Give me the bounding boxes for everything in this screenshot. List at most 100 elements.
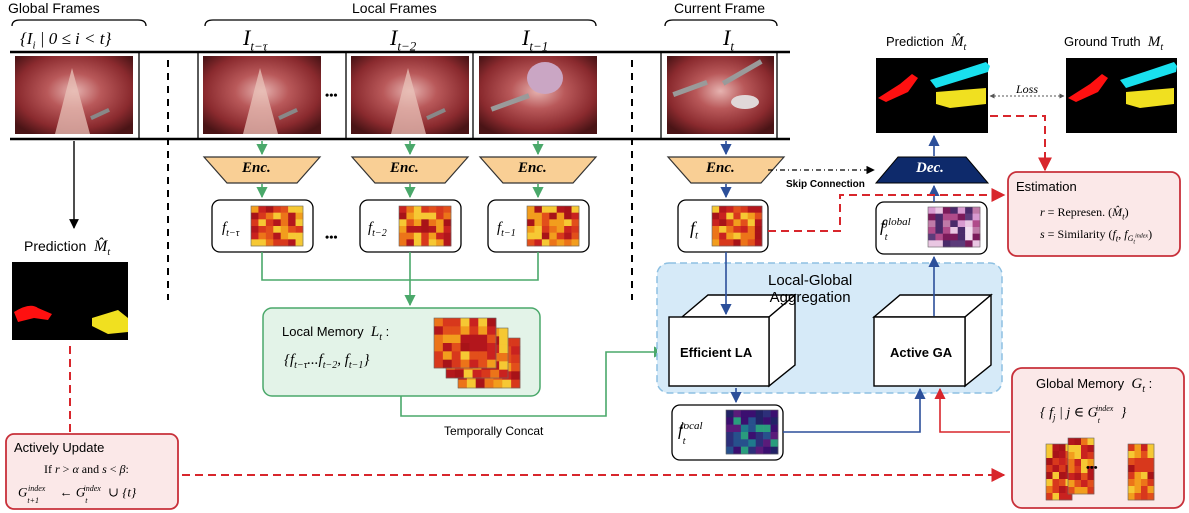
heatmap-cell xyxy=(1059,444,1066,452)
heatmap-cell xyxy=(972,213,981,221)
heatmap-cell xyxy=(1087,487,1095,495)
heatmap-cell xyxy=(1128,444,1135,452)
local-frame-image-3 xyxy=(479,56,597,134)
heatmap-cell xyxy=(549,232,558,240)
heatmap-cell xyxy=(950,207,959,214)
heatmap-cell xyxy=(726,417,734,425)
heatmap-cell xyxy=(460,318,470,327)
heatmap-cell xyxy=(428,219,437,227)
heatmap-cell xyxy=(950,233,959,241)
heatmap-cell xyxy=(748,410,757,418)
heatmap-cell xyxy=(763,446,771,455)
heatmap-cell xyxy=(1052,479,1060,487)
heatmap-cell xyxy=(434,318,444,327)
heatmap-cell xyxy=(1046,451,1053,459)
heatmap-cell xyxy=(499,336,509,345)
heatmap-cell xyxy=(527,226,535,233)
heatmap-cell xyxy=(571,239,580,247)
heatmap-cell xyxy=(1074,480,1082,488)
red-dashed-arrows xyxy=(69,115,1052,482)
estimation-line2: s = Similarity (ft, fGtindex) xyxy=(1040,227,1153,246)
actively-update-line2: Gt+1index ← Gtindex ∪ {t} xyxy=(18,484,137,505)
heatmap-cell xyxy=(726,212,734,220)
heatmap-cell xyxy=(564,212,572,220)
heatmap-cell xyxy=(288,212,296,220)
heatmap-cell xyxy=(556,219,565,227)
heatmap-cell xyxy=(950,227,959,234)
prediction-top-label: Prediction M̂t xyxy=(886,34,967,53)
heatmap-cell xyxy=(747,232,756,240)
heatmap-cell xyxy=(726,239,734,247)
heatmap-cell xyxy=(295,212,304,220)
heatmap-cell xyxy=(295,206,304,213)
feat-label-t-tau: ft−τ xyxy=(222,220,240,239)
aggregation-title-line1: Local-Global xyxy=(768,272,853,289)
heatmap-cell xyxy=(748,417,757,425)
heatmap-f-local xyxy=(725,409,779,455)
heatmap-cell xyxy=(499,369,509,379)
heatmap-cell xyxy=(763,417,771,425)
feat-label-t: ft xyxy=(690,218,699,242)
prediction-mask-left xyxy=(12,262,128,340)
heatmap-cell xyxy=(251,226,259,233)
heatmap-cell xyxy=(541,239,550,247)
heatmap-cell xyxy=(1046,493,1053,501)
heatmap-cell xyxy=(556,206,565,213)
heatmap-cell xyxy=(443,219,452,227)
heatmap-cell xyxy=(487,334,497,344)
heatmap-cell xyxy=(1081,466,1088,474)
heatmap-cell xyxy=(541,206,550,213)
heatmap-cell xyxy=(1128,451,1135,459)
prediction-left-label: Prediction M̂t xyxy=(24,238,111,259)
prediction-mask-top xyxy=(876,58,990,133)
heatmap-border xyxy=(250,205,304,247)
heatmap-cell xyxy=(950,220,959,228)
heatmap-cell xyxy=(719,226,727,233)
heatmap-cell xyxy=(965,220,973,228)
enc-label-current: Enc. xyxy=(706,160,735,176)
heatmap-cell xyxy=(564,206,572,213)
heatmap-cell xyxy=(942,213,951,221)
heatmap-cell xyxy=(770,424,779,433)
heatmap-cell xyxy=(434,326,444,335)
heatmap-cell xyxy=(436,219,444,227)
heatmap-cell xyxy=(1081,487,1088,495)
heatmap-cell xyxy=(733,219,741,227)
heatmap-cell xyxy=(487,351,497,360)
heatmap-cell xyxy=(770,417,779,425)
estimation-box xyxy=(1007,171,1181,257)
heatmap-cell xyxy=(1141,479,1148,487)
heatmap-cell xyxy=(1074,459,1082,467)
heatmap-cell xyxy=(935,220,944,228)
heatmap-cell xyxy=(726,232,734,240)
heatmap-cell xyxy=(478,334,488,344)
heatmap-cell xyxy=(541,219,550,227)
heatmap-cell xyxy=(443,212,452,220)
heatmap-cell xyxy=(770,446,779,455)
heatmap-cell xyxy=(273,206,282,213)
header-local-frames: Local Frames xyxy=(352,0,437,16)
heatmap-cell xyxy=(754,212,763,220)
heatmap-cell xyxy=(740,239,749,247)
heatmap-cell xyxy=(965,207,973,214)
heatmap-cell xyxy=(1052,472,1060,480)
encoder-3 xyxy=(478,156,598,184)
heatmap-cell xyxy=(1147,458,1155,466)
global-frame-image xyxy=(15,56,133,134)
heatmap-cell xyxy=(972,207,981,214)
encoders xyxy=(202,156,786,184)
heatmap-cell xyxy=(436,239,444,247)
local-memory-set: {ft−τ...ft−2, ft−1} xyxy=(284,352,370,371)
heatmap-cell xyxy=(928,207,936,214)
heatmap-cell xyxy=(1074,487,1082,495)
heatmap-border xyxy=(711,205,763,247)
label-local-t-tau: It−τ xyxy=(243,25,268,54)
heatmap-cell xyxy=(957,233,966,241)
heatmap-cell xyxy=(413,219,422,227)
heatmap-cell xyxy=(469,343,479,352)
heatmap-cell xyxy=(726,410,734,418)
heatmap-cell xyxy=(1141,444,1148,452)
heatmap-cell xyxy=(1074,452,1082,460)
heatmap-cell xyxy=(460,326,470,335)
heatmap-cell xyxy=(748,432,757,440)
